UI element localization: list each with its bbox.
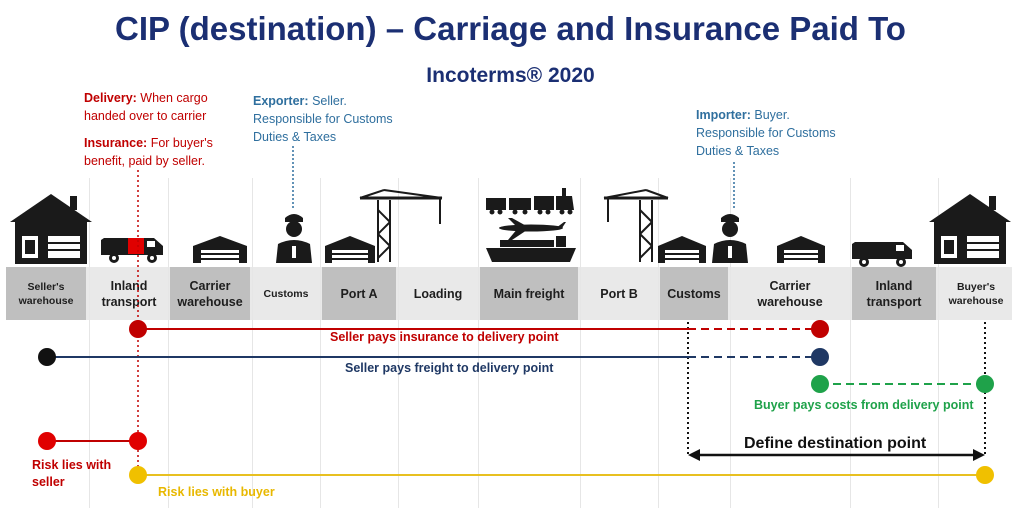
risk-seller-label-line1: Risk lies with [32,458,112,472]
exporter-note: Exporter: Seller. Responsible for Custom… [253,92,393,146]
airplane-icon [499,218,566,240]
insurance-label: Seller pays insurance to delivery point [330,330,559,344]
delivery-point-marker [128,238,144,254]
freight-end-dot [811,348,829,366]
insurance-note: Insurance: For buyer's benefit, paid by … [84,134,213,170]
risk-buyer-end-dot [976,466,994,484]
exporter-note-line2: Responsible for Customs [253,112,393,126]
page-title: CIP (destination) – Carriage and Insuran… [115,10,906,47]
warehouse-icon [193,236,247,263]
freight-start-dot [38,348,56,366]
stage-main-freight: Main freight [480,267,578,320]
page-subtitle: Incoterms® 2020 [426,64,595,87]
delivery-note-line1: When cargo [140,91,208,105]
column-separator [320,178,321,508]
warehouse-icon [777,236,825,263]
delivery-note-line2: handed over to carrier [84,109,207,123]
buyer-costs-label: Buyer pays costs from delivery point [754,398,974,412]
exporter-note-line1: Seller. [312,94,347,108]
insurance-start-dot [129,320,147,338]
insurance-note-line1: For buyer's [150,136,213,150]
column-separator [658,178,659,508]
buyer-costs-start-dot [811,375,829,393]
customs-officer-icon [276,214,312,263]
house-icon [929,194,1011,264]
risk-seller-label: Risk lies with seller [32,457,111,491]
van-icon [852,242,912,267]
column-separator [730,178,731,508]
delivery-note-bold: Delivery: [84,91,137,105]
ship-icon [486,236,576,262]
column-separator [89,178,90,508]
insurance-note-line2: benefit, paid by seller. [84,154,205,168]
crane-icon [359,189,443,262]
train-icon [486,188,574,215]
risk-seller-label-line2: seller [32,475,65,489]
insurance-end-dot [811,320,829,338]
customs-officer-icon [712,214,748,263]
risk-seller-start-dot [38,432,56,450]
column-separator [168,178,169,508]
column-separator [398,178,399,508]
column-separator [938,178,939,508]
risk-buyer-label: Risk lies with buyer [158,485,275,499]
stage-port-b: Port B [600,286,638,301]
delivery-note: Delivery: When cargo handed over to carr… [84,89,208,125]
destination-arrow-right-head [973,449,985,461]
warehouse-icon [325,236,375,263]
column-separator [850,178,851,508]
warehouse-icon [658,236,706,263]
destination-arrow-left-head [688,449,700,461]
column-separator [252,178,253,508]
exporter-note-line3: Duties & Taxes [253,130,337,144]
exporter-note-bold: Exporter: [253,94,309,108]
risk-buyer-start-dot [129,466,147,484]
freight-label: Seller pays freight to delivery point [345,361,554,375]
stage-port-a: Port A [322,267,396,320]
stage-customs-destination: Customs [660,267,728,320]
house-icon [10,194,92,264]
destination-label: Define destination point [744,435,927,452]
stage-loading: Loading [413,286,463,301]
importer-note: Importer: Buyer. Responsible for Customs… [696,106,836,160]
insurance-note-bold: Insurance: [84,136,148,150]
crane-icon [603,189,669,262]
importer-note-line3: Duties & Taxes [696,144,780,158]
importer-note-line2: Responsible for Customs [696,126,836,140]
stage-customs: Customs [263,287,309,300]
buyer-costs-end-dot [976,375,994,393]
importer-note-line1: Buyer. [754,108,790,122]
column-separator [478,178,479,508]
column-separator [580,178,581,508]
importer-note-bold: Importer: [696,108,751,122]
risk-seller-end-dot [129,432,147,450]
